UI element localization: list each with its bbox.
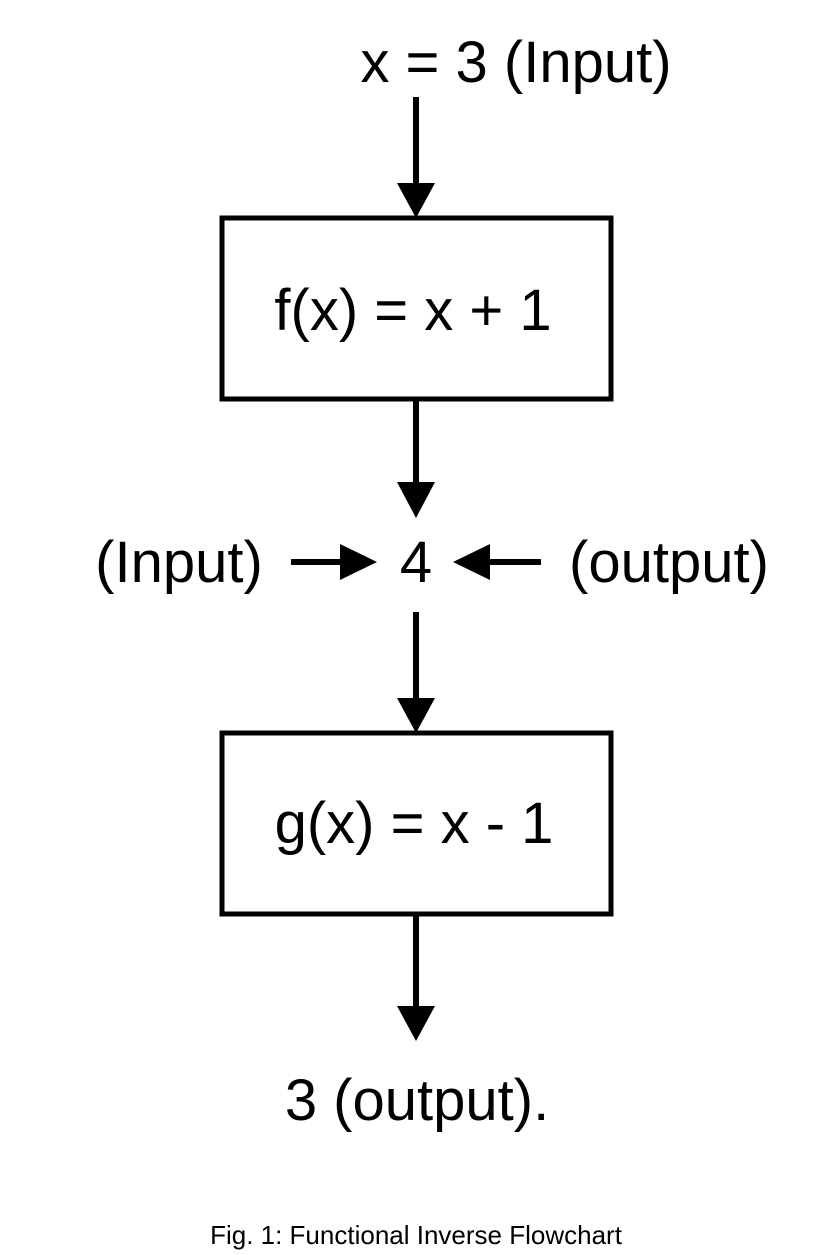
figure-caption: Fig. 1: Functional Inverse Flowchart — [210, 1220, 623, 1250]
function-box-f-label: f(x) = x + 1 — [274, 278, 551, 343]
arrow-input-to-f — [397, 97, 435, 218]
middle-value: 4 — [400, 530, 432, 595]
arrow-middle-to-g — [397, 612, 435, 733]
arrow-right-to-middle — [453, 544, 541, 580]
function-box-f: f(x) = x + 1 — [219, 215, 614, 402]
arrow-f-to-middle — [397, 399, 435, 518]
middle-right-label: (output) — [569, 530, 769, 595]
arrow-left-to-middle — [291, 544, 377, 580]
output-label: 3 (output). — [285, 1068, 549, 1133]
function-box-g: g(x) = x - 1 — [219, 730, 614, 917]
input-label: x = 3 (Input) — [360, 30, 671, 95]
middle-left-label: (Input) — [95, 530, 263, 595]
function-box-g-label: g(x) = x - 1 — [275, 791, 554, 856]
arrow-g-to-output — [397, 914, 435, 1041]
